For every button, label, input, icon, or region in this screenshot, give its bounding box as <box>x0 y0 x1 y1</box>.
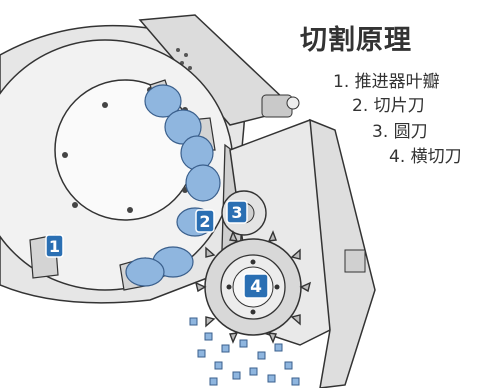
diagram-title: 切割原理 <box>300 25 412 56</box>
badge-4-label: 4 <box>250 277 262 297</box>
legend-item-1: 1. 推进器叶瓣 <box>333 72 440 92</box>
arm-bolts <box>176 48 192 70</box>
product-pieces <box>125 84 221 287</box>
badge-1: 1 <box>45 234 64 258</box>
badge-3-label: 3 <box>231 203 242 222</box>
badge-1-label: 1 <box>49 237 60 256</box>
badge-3: 3 <box>226 200 248 224</box>
legend-item-4: 4. 横切刀 <box>389 147 462 167</box>
adjusting-knob <box>261 94 366 273</box>
diced-cubes <box>189 317 300 386</box>
outer-guard <box>309 118 376 388</box>
badge-2: 2 <box>195 209 215 233</box>
badge-4: 4 <box>243 273 269 299</box>
badge-2-label: 2 <box>199 212 210 231</box>
legend-item-3: 3. 圆刀 <box>372 122 428 142</box>
legend-item-2: 2. 切片刀 <box>352 96 425 116</box>
